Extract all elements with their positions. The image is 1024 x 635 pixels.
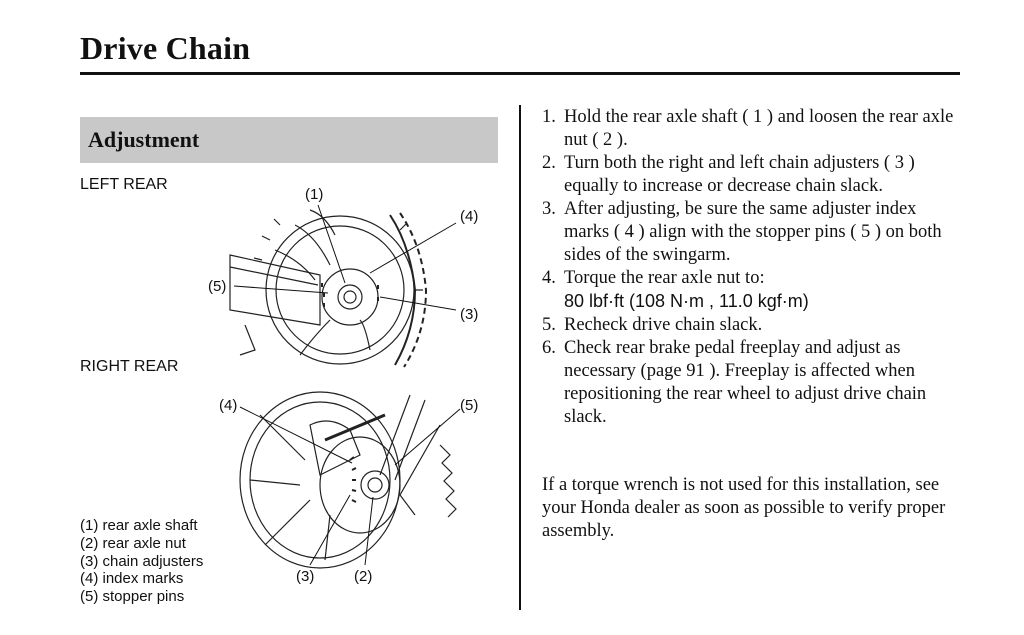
right-rear-label: RIGHT REAR <box>80 358 179 375</box>
torque-value: 80 lbf·ft (108 N·m , 11.0 kgf·m) <box>564 291 809 311</box>
legend-item: (5) stopper pins <box>80 588 185 606</box>
parts-legend: (1) rear axle shaft (2) rear axle nut (3… <box>80 517 203 606</box>
step-item: 5.Recheck drive chain slack. <box>542 315 763 335</box>
right-callout-5: (5) <box>460 397 479 414</box>
page-title: Drive Chain <box>80 30 251 66</box>
left-callout-3: (3) <box>460 306 479 323</box>
left-rear-illustration <box>229 204 457 368</box>
step-item: 1.Hold the rear axle shaft ( 1 ) and loo… <box>542 107 954 150</box>
right-callout-3: (3) <box>296 568 315 585</box>
step-item: 3.After adjusting, be sure the same adju… <box>542 199 942 265</box>
right-rear-illustration <box>239 391 461 569</box>
right-callout-2: (2) <box>354 568 373 585</box>
title-rule <box>80 72 960 75</box>
legend-item: (1) rear axle shaft <box>80 517 198 534</box>
step-item: 6.Check rear brake pedal freeplay and ad… <box>542 338 927 427</box>
left-callout-4: (4) <box>460 208 479 225</box>
column-divider <box>519 105 521 610</box>
section-title: Adjustment <box>88 127 200 152</box>
left-callout-5: (5) <box>208 278 227 295</box>
step-item: 4.Torque the rear axle nut to:80 lbf·ft … <box>542 268 809 311</box>
torque-wrench-note: If a torque wrench is not used for this … <box>542 475 946 541</box>
legend-item: (3) chain adjusters <box>80 552 204 570</box>
legend-item: (4) index marks <box>80 570 184 588</box>
left-callout-1: (1) <box>305 186 324 203</box>
legend-item: (2) rear axle nut <box>80 534 186 552</box>
left-rear-label: LEFT REAR <box>80 176 168 193</box>
procedure-steps: 1.Hold the rear axle shaft ( 1 ) and loo… <box>542 106 962 429</box>
right-callout-4: (4) <box>219 397 238 414</box>
section-header: Adjustment <box>80 117 498 163</box>
step-item: 2.Turn both the right and left chain adj… <box>542 153 915 196</box>
